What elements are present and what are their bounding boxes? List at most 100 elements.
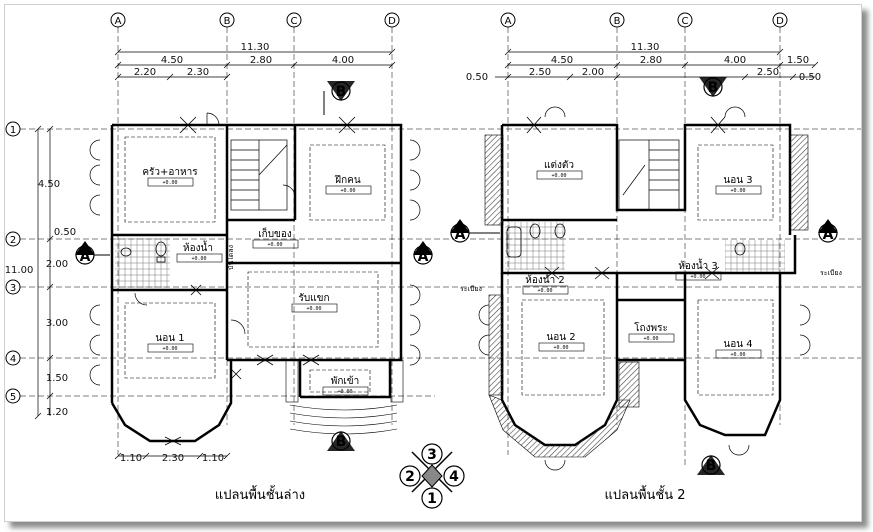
svg-text:2: 2 [10,235,16,246]
svg-text:D: D [776,16,784,27]
second-bath-2-tiles [505,222,565,270]
ground-floor-plan: A B C D 1 2 3 4 5 [5,12,861,503]
svg-text:0.50: 0.50 [799,72,821,83]
room-bath-ground: ห้องน้ำ [183,240,213,254]
door-swings [134,112,296,335]
svg-text:B: B [614,16,621,27]
svg-text:A: A [823,227,834,243]
floor-plans: A B C D 1 2 3 4 5 [5,12,861,509]
dimensions-top [114,48,396,81]
svg-text:4.00: 4.00 [332,55,354,66]
svg-text:1.50: 1.50 [46,373,68,384]
svg-text:A: A [505,16,512,27]
section-marker-b-second: B B [697,77,727,475]
section-marker-a-second: A A [450,219,838,243]
dimensions-top-2 [495,48,819,81]
svg-text:+0.00: +0.00 [643,336,658,342]
room-bedroom-2: นอน 2 [546,332,575,343]
svg-text:1.10: 1.10 [120,453,142,464]
svg-text:B: B [336,84,347,100]
svg-text:4.50: 4.50 [38,179,60,190]
svg-text:1.20: 1.20 [46,407,68,418]
toilet-icon-2 [529,223,746,256]
room-training: ฝึกคน [334,174,361,186]
ground-room-labels: ครัว+อาหาร +0.00 ฝึกคน +0.00 ห้องน้ำ +0.… [142,167,372,396]
section-marker-b-ground: B B [323,81,355,451]
drawing-sheet: A B C D 1 2 3 4 5 [4,4,862,522]
ground-stair [230,139,288,211]
svg-text:+0.00: +0.00 [162,180,177,186]
svg-text:3.00: 3.00 [46,318,68,329]
svg-text:+0.00: +0.00 [730,352,745,358]
room-bedroom-1: นอน 1 [155,333,184,344]
window-marks-2 [526,116,726,280]
svg-text:2.80: 2.80 [250,55,272,66]
svg-text:+0.00: +0.00 [162,346,177,352]
svg-text:1.50: 1.50 [787,55,809,66]
svg-text:C: C [682,16,689,27]
section-marker-a-ground: A A [75,241,433,265]
brick-panels [484,134,809,458]
view-key-compass: 3 2 4 1 [399,443,465,509]
svg-text:B: B [708,80,719,96]
svg-text:+0.00: +0.00 [306,306,321,312]
svg-text:A: A [80,249,91,265]
porch-steps [285,359,404,435]
svg-text:+0.00: +0.00 [191,256,206,262]
svg-text:C: C [291,16,298,27]
svg-text:2.30: 2.30 [162,453,184,464]
second-floor-caption: แปลนพื้นชั้น 2 [604,485,685,503]
ceiling-outlines-2 [521,144,774,396]
ground-floor-caption: แปลนพื้นชั้นล่าง [215,485,305,503]
svg-text:A: A [455,227,466,243]
window-leafs [89,139,421,386]
room-storage: เก็บของ [258,226,292,240]
second-room-labels: แต่งตัว +0.00 นอน 3 +0.00 ห้องน้ำ 2 +0.0… [522,160,762,359]
svg-text:2.50: 2.50 [757,67,779,78]
svg-text:+0.00: +0.00 [267,242,282,248]
room-bedroom-3: นอน 3 [723,175,752,186]
svg-text:2.00: 2.00 [582,67,604,78]
room-bedroom-4: นอน 4 [723,339,752,350]
svg-text:A: A [115,16,122,27]
balcony-label-right: ระเบียง [820,269,842,277]
room-bath-2: ห้องน้ำ 2 [525,272,564,286]
room-kitchen: ครัว+อาหาร [142,167,198,178]
svg-text:2.00: 2.00 [46,259,68,270]
svg-text:4.50: 4.50 [161,55,183,66]
room-bath-3: ห้องน้ำ 3 [678,258,717,272]
svg-text:1: 1 [10,125,16,136]
svg-text:1: 1 [427,491,437,507]
sink-icon [120,247,132,257]
svg-text:+0.00: +0.00 [730,188,745,194]
bathtub-icon [506,226,522,258]
svg-text:3: 3 [427,447,437,463]
room-porch: พักเข้า [331,375,360,387]
balcony-label-left: ระเบียง [460,285,482,293]
room-shrine: โถงพระ [634,321,668,334]
svg-text:+0.00: +0.00 [690,274,705,280]
svg-text:+0.00: +0.00 [551,173,566,179]
ground-bathroom-tiles [115,238,170,288]
toilet-icon [155,241,167,263]
svg-text:4: 4 [10,354,16,365]
grid-bubbles-top: A B C D [110,12,400,455]
svg-text:+0.00: +0.00 [537,288,552,294]
svg-text:A: A [418,249,429,265]
svg-text:+0.00: +0.00 [340,188,355,194]
svg-text:2.30: 2.30 [187,67,209,78]
svg-text:B: B [224,16,231,27]
svg-text:2.20: 2.20 [134,67,156,78]
second-stair [618,139,680,211]
dimensions-bottom [114,452,231,460]
svg-text:D: D [388,16,396,27]
svg-text:2.50: 2.50 [529,67,551,78]
svg-text:11.30: 11.30 [631,42,660,53]
svg-text:11.00: 11.00 [5,265,33,276]
svg-text:0.50: 0.50 [54,227,76,238]
svg-text:+0.00: +0.00 [337,389,352,395]
svg-text:4.00: 4.00 [724,55,746,66]
svg-text:4.50: 4.50 [551,55,573,66]
ceiling-outlines [124,136,386,393]
window-leafs-2 [478,106,811,471]
